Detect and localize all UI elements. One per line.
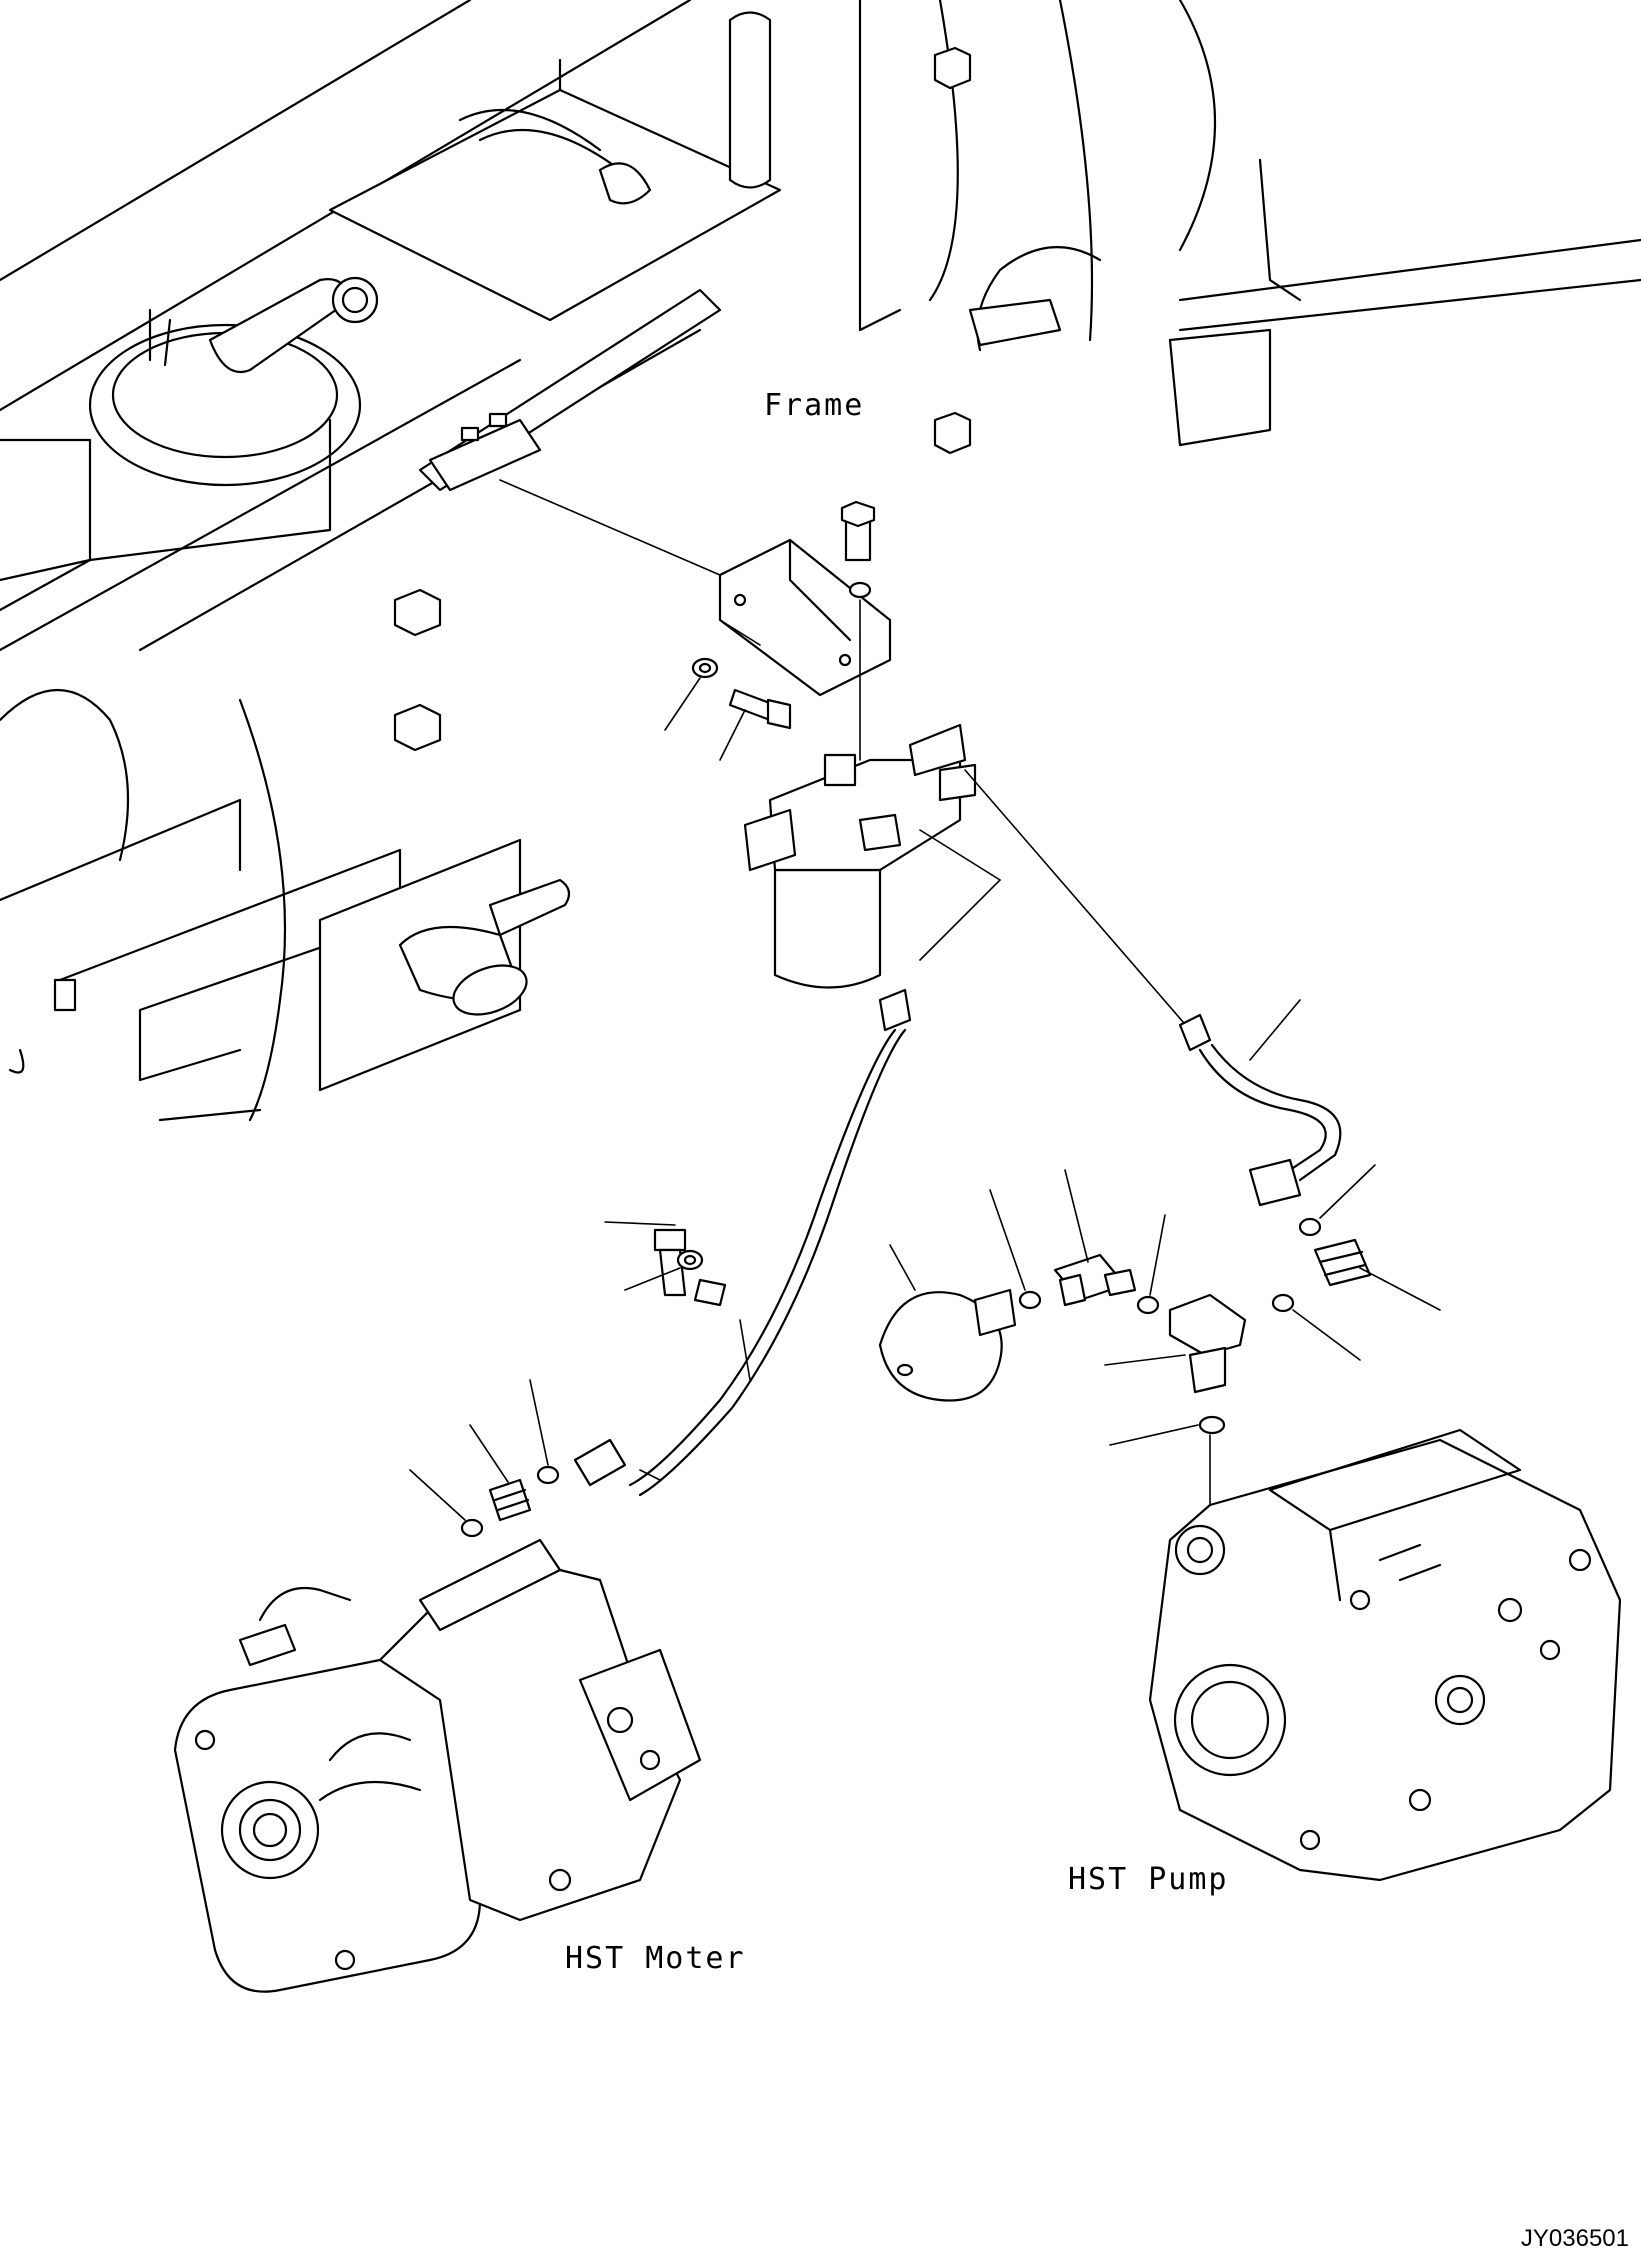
frame-assembly	[0, 0, 1641, 1122]
hst-motor-label: HST Moter	[565, 1941, 746, 1976]
hose	[573, 829, 1002, 1497]
filter-bracket	[499, 479, 892, 697]
hst-pump-label: HST Pump	[1068, 1862, 1229, 1897]
washer	[624, 1249, 704, 1291]
o-ring	[989, 1189, 1042, 1310]
tee-fitting	[1053, 1169, 1137, 1307]
o-ring	[1136, 1214, 1166, 1315]
o-ring	[529, 1379, 560, 1485]
o-ring	[1271, 1293, 1361, 1361]
elbow-fitting	[469, 1424, 532, 1522]
hst-pump	[1148, 1428, 1622, 1882]
frame-label: Frame	[764, 388, 865, 423]
o-ring	[1109, 1415, 1226, 1521]
o-ring	[1298, 1164, 1376, 1237]
drawing-code: JY036501	[1520, 2225, 1629, 2252]
bolt	[840, 500, 876, 641]
bolt	[719, 688, 792, 761]
hst-motor	[173, 1538, 702, 1993]
accumulator	[878, 1244, 1017, 1402]
o-ring	[409, 1469, 484, 1538]
hydraulic-filter	[743, 639, 977, 989]
bolt	[604, 1221, 687, 1297]
elbow-fitting	[1313, 1238, 1441, 1311]
hose	[964, 769, 1342, 1207]
elbow-fitting	[1104, 1293, 1247, 1394]
washer	[664, 657, 719, 731]
